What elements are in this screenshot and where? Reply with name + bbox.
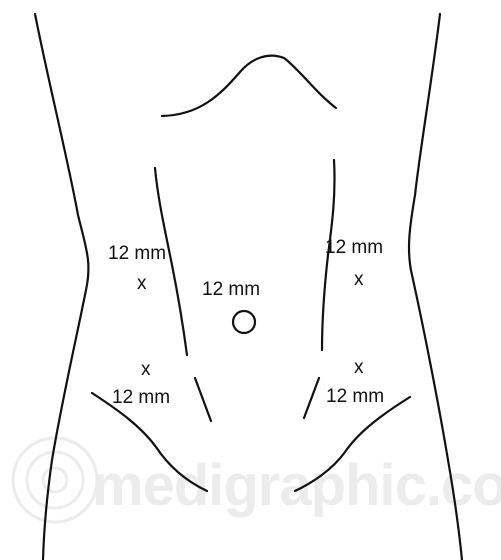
umbilicus-port-circle [233, 311, 255, 333]
left-lower-stroke [195, 378, 211, 421]
right-lower-port-mark: x [141, 359, 151, 380]
right-upper-port-mark: x [137, 273, 147, 294]
left-upper-port-label: 12 mm [325, 237, 383, 258]
right-upper-port-label: 12 mm [108, 243, 166, 264]
right-lower-port-label: 12 mm [112, 387, 170, 408]
right-lower-stroke [304, 378, 319, 418]
watermark-text: medigraphic.com [92, 453, 501, 518]
watermark-logo [13, 438, 97, 522]
left-lower-port-mark: x [354, 357, 364, 378]
umbilical-port-label: 12 mm [202, 279, 260, 300]
rib-cage-arc [162, 56, 336, 116]
left-upper-port-mark: x [354, 269, 364, 290]
left-lower-port-label: 12 mm [326, 386, 384, 407]
